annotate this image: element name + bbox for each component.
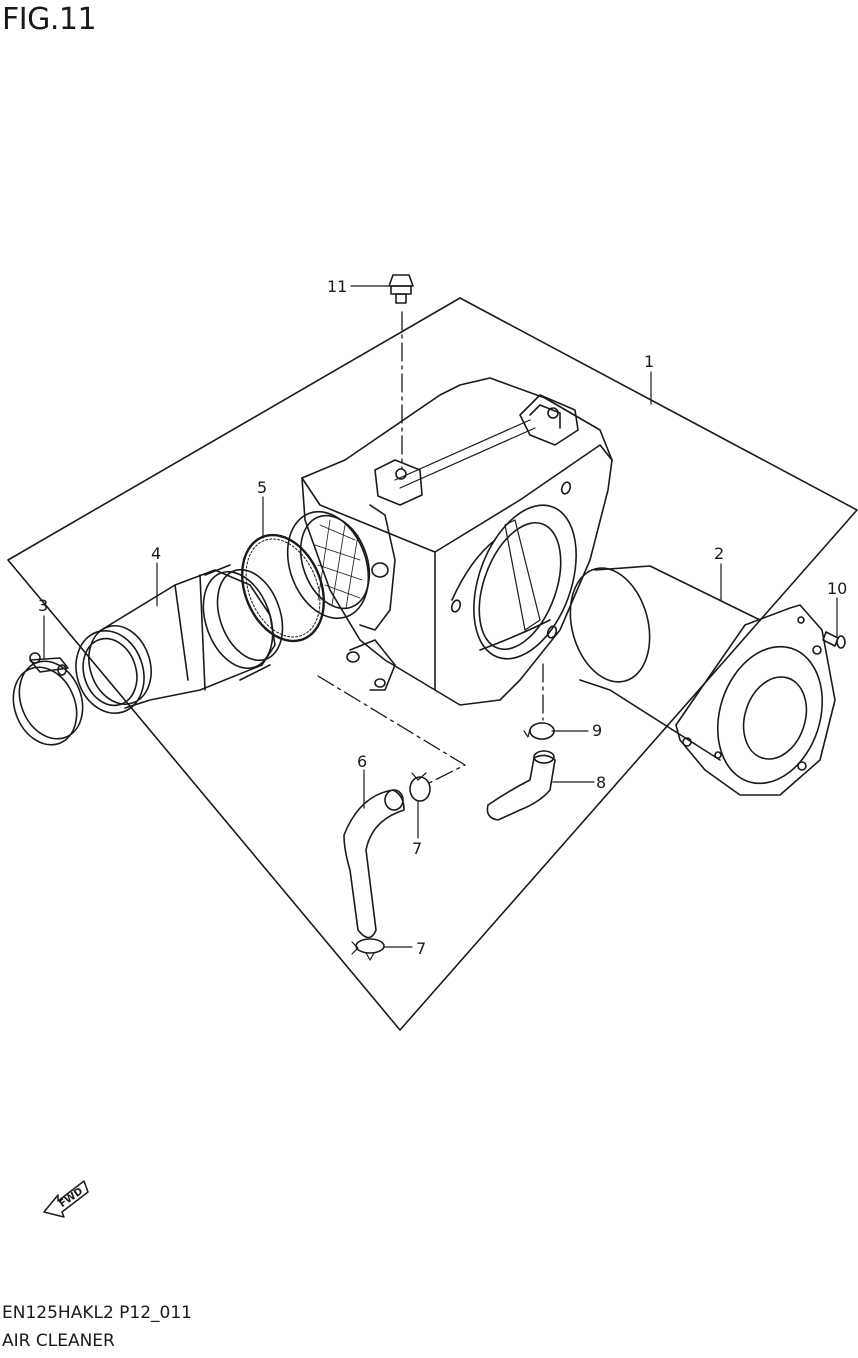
intake-pipe (75, 564, 284, 715)
clip (409, 772, 431, 802)
clip (523, 722, 555, 740)
clip (351, 938, 385, 961)
callout-10: 10 (827, 579, 847, 598)
drain-hose (343, 789, 405, 939)
air-cleaner-case (286, 377, 613, 706)
callout-2: 2 (714, 544, 724, 563)
figure-code: EN125HAKL2 P12_011 (2, 1303, 192, 1323)
callout-1: 1 (644, 352, 654, 371)
callout-5: 5 (257, 478, 267, 497)
callout-4: 4 (151, 544, 161, 563)
assembly-boundary (7, 297, 858, 1031)
figure-title: FIG.11 (2, 2, 97, 37)
callout-11: 11 (327, 277, 347, 296)
callout-3: 3 (38, 596, 48, 615)
hose (486, 750, 556, 821)
air-filter-element (569, 565, 836, 796)
callout-7a: 7 (412, 839, 422, 858)
forward-arrow-icon: FWD (43, 1180, 89, 1218)
callout-7b: 7 (416, 939, 426, 958)
assembly-line (317, 675, 466, 786)
callout-6: 6 (357, 752, 367, 771)
callout-9: 9 (592, 721, 602, 740)
hose-clamp (12, 652, 84, 746)
screw (822, 631, 846, 649)
figure-caption: AIR CLEANER (2, 1331, 115, 1351)
bolt (388, 274, 414, 304)
o-ring (240, 533, 326, 643)
callout-8: 8 (596, 773, 606, 792)
